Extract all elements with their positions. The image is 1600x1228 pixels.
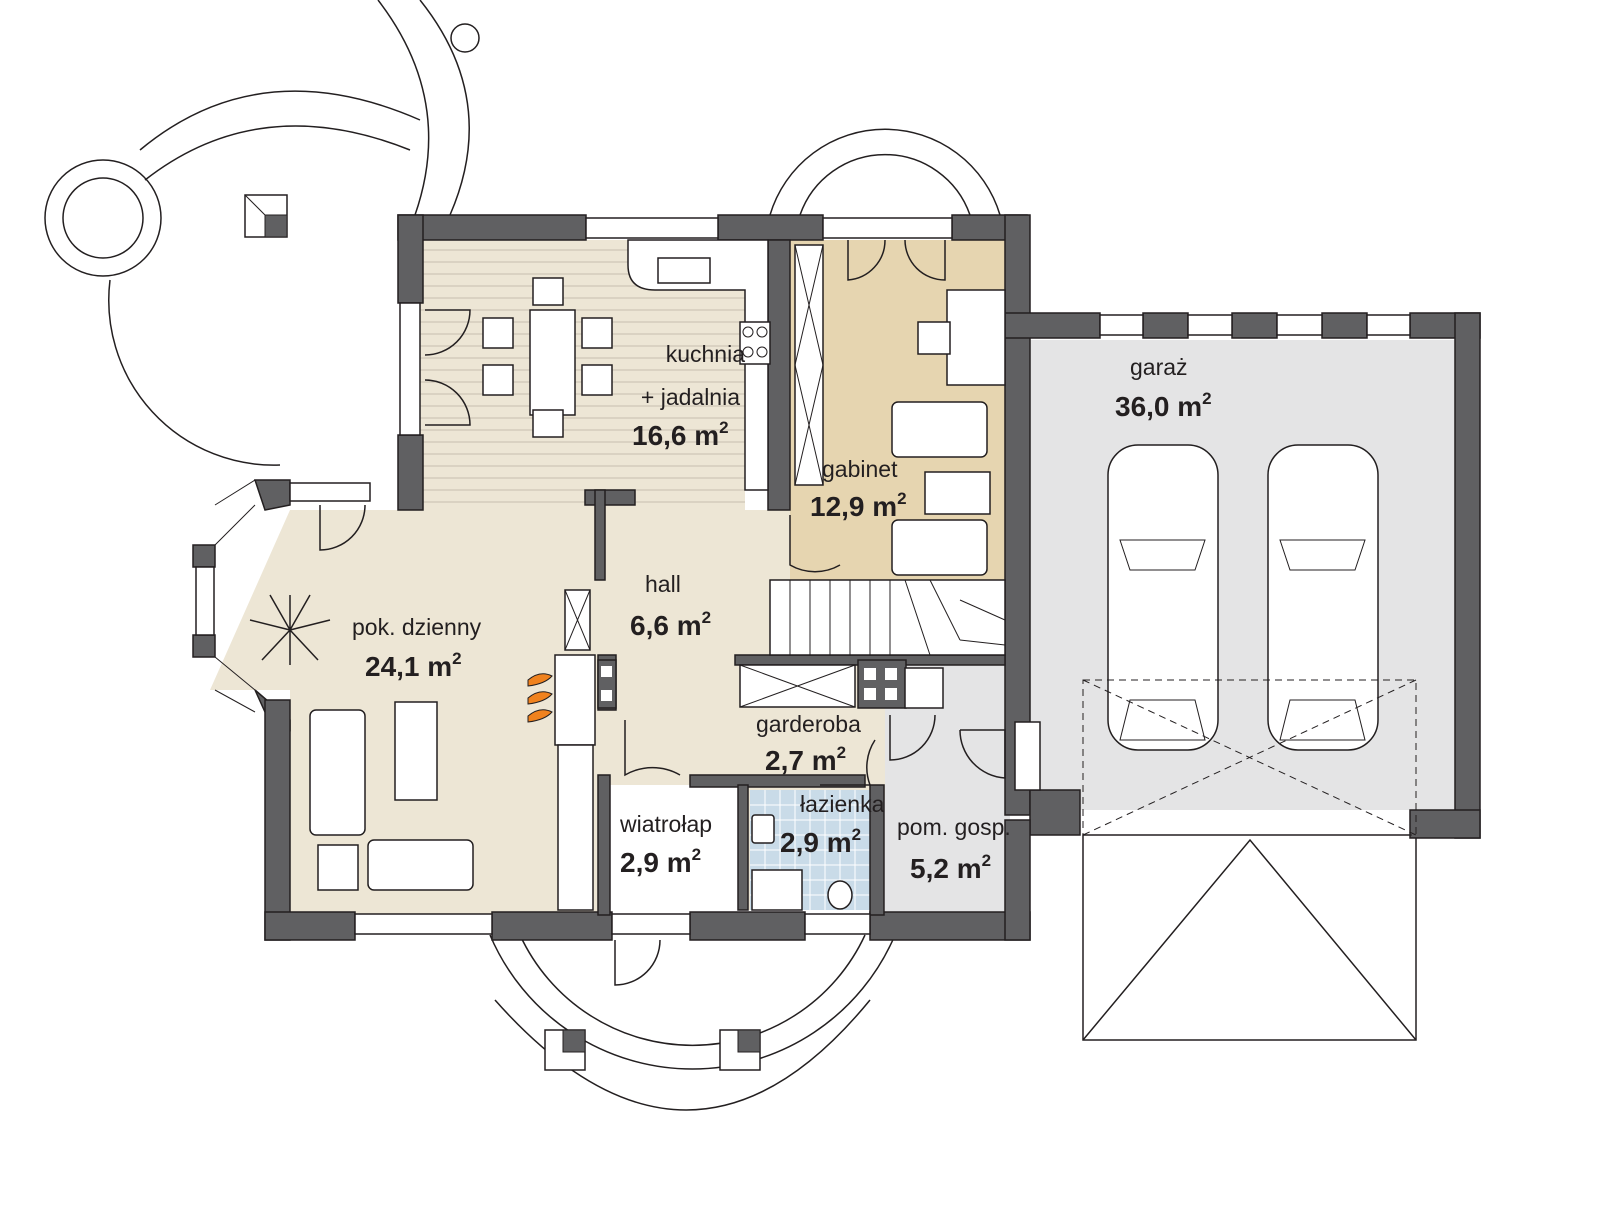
sofa [309,709,366,836]
svg-text:hall: hall [645,571,681,597]
stove-icon [739,321,771,365]
room-label-wardrobe: garderoba 2,7 m2 [756,711,861,776]
room-label-study: gabinet 12,9 m2 [810,456,907,522]
walls [192,214,1481,941]
car-icon [1107,444,1219,751]
coffee-table [394,701,438,801]
svg-text:łazienka: łazienka [800,791,885,817]
kitchen-counter [627,239,769,491]
fireplace-flame-icon [527,673,553,723]
svg-text:36,0 m2: 36,0 m2 [1115,389,1212,422]
sink-icon [657,257,711,284]
kitchen-furniture [482,239,771,491]
shower-icon [751,869,803,911]
svg-text:2,9 m2: 2,9 m2 [620,845,701,878]
svg-text:kuchnia: kuchnia [666,341,745,367]
svg-text:+ jadalnia: + jadalnia [641,384,740,410]
terrace-west [44,0,480,466]
svg-text:garderoba: garderoba [756,711,861,737]
svg-text:12,9 m2: 12,9 m2 [810,489,907,522]
doors [319,239,1041,986]
terrace-south [489,934,896,1111]
svg-text:pok. dzienny: pok. dzienny [352,614,482,640]
wardrobe [794,244,824,486]
svg-text:wiatrołap: wiatrołap [619,811,712,837]
svg-text:gabinet: gabinet [822,456,898,482]
svg-text:2,7 m2: 2,7 m2 [765,743,846,776]
svg-text:6,6 m2: 6,6 m2 [630,608,711,641]
room-label-hall: hall 6,6 m2 [630,571,711,641]
plant-icon [249,594,331,665]
fireplace [554,654,596,746]
carport-roof [1082,834,1417,1041]
sofa [891,401,988,458]
room-label-garage: garaż 36,0 m2 [1115,354,1212,422]
cars [1107,444,1379,751]
svg-text:5,2 m2: 5,2 m2 [910,851,991,884]
living-furniture [249,589,944,911]
desk [946,289,1006,386]
svg-text:16,6 m2: 16,6 m2 [632,418,729,451]
terrace-north [769,128,1001,216]
room-label-vestibule: wiatrołap 2,9 m2 [619,811,712,878]
windows [195,217,1411,935]
bathroom-fixtures [751,814,853,911]
room-label-living: pok. dzienny 24,1 m2 [352,614,482,682]
garage-floor [1030,340,1470,810]
room-label-kitchen: kuchnia + jadalnia 16,6 m2 [632,341,745,451]
svg-text:24,1 m2: 24,1 m2 [365,649,462,682]
stairs [769,579,1006,656]
room-label-utility: pom. gosp. 5,2 m2 [897,814,1011,884]
dining-table [529,309,576,416]
svg-text:2,9 m2: 2,9 m2 [780,825,861,858]
study-furniture [794,244,1006,576]
sink-icon [751,814,775,844]
svg-text:pom. gosp.: pom. gosp. [897,814,1011,840]
garage-door [1082,679,1417,836]
svg-text:garaż: garaż [1130,354,1188,380]
car-icon [1267,444,1379,751]
room-label-bathroom: łazienka 2,9 m2 [780,791,885,858]
toilet-icon [827,880,853,910]
sofa [367,839,474,891]
